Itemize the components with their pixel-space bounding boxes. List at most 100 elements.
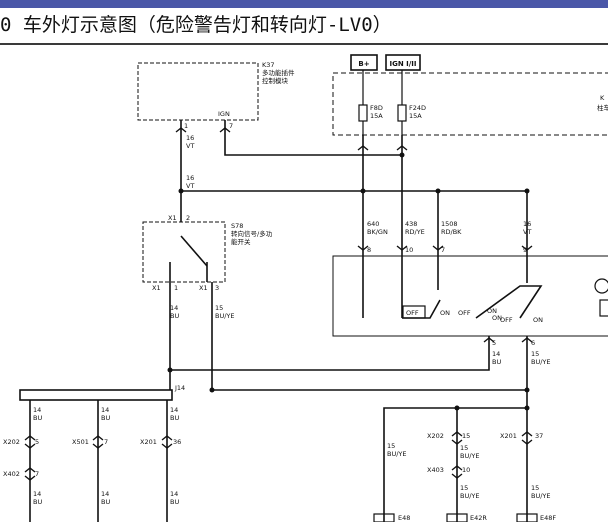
rb-e48: E48 bbox=[398, 514, 410, 522]
lb-x201: X201 bbox=[140, 438, 157, 446]
connector-arrow bbox=[483, 337, 495, 343]
connector-arrow bbox=[357, 245, 369, 251]
rb-e48f: E48F bbox=[540, 514, 556, 522]
w1-pin: 8 bbox=[367, 246, 371, 254]
connector-arrow bbox=[451, 465, 463, 479]
lb-gauge-6: 14 bbox=[170, 490, 178, 498]
relay-out2-color: BU/YE bbox=[531, 358, 550, 366]
relay-out1-color: BU bbox=[492, 358, 501, 366]
w4-color: VT bbox=[523, 228, 531, 236]
fuse-f24d bbox=[397, 104, 407, 122]
connector-arrow bbox=[521, 245, 533, 251]
s78-left-color: BU bbox=[170, 312, 179, 320]
k37-ref: K37 bbox=[262, 61, 275, 69]
w3-color: RD/BK bbox=[441, 228, 462, 236]
rb-x201-pin: 37 bbox=[535, 432, 543, 440]
connector-arrow bbox=[451, 431, 463, 445]
fuse2-name: F24D bbox=[409, 104, 426, 112]
k37-name-2: 控制模块 bbox=[262, 76, 289, 85]
rb-color-3: BU/YE bbox=[460, 492, 479, 500]
k37-module-box bbox=[137, 62, 259, 121]
junction-dot bbox=[435, 188, 441, 194]
main-wire-gauge: 16 bbox=[186, 174, 194, 182]
connector-arrow bbox=[219, 127, 231, 133]
lb-color-1: BU bbox=[33, 414, 42, 422]
s78-switch-blade bbox=[180, 235, 208, 267]
fuse2-rating: 15A bbox=[409, 112, 422, 120]
lb-color-2: BU bbox=[101, 414, 110, 422]
lb-x202: X202 bbox=[3, 438, 20, 446]
connector-arrow bbox=[357, 145, 369, 151]
k37-wire-color: VT bbox=[186, 142, 194, 150]
e48f-box bbox=[516, 513, 538, 522]
connector-arrow bbox=[521, 337, 533, 343]
relay-on-2: ON bbox=[487, 307, 497, 315]
connector-arrow bbox=[396, 245, 408, 251]
top-color-bar bbox=[0, 0, 608, 8]
connector-arrow bbox=[521, 431, 533, 445]
wire-relay-out-bu bbox=[170, 336, 490, 371]
j14-splice-bar bbox=[19, 389, 173, 401]
rb-x403: X403 bbox=[427, 466, 444, 474]
rb-x202-pin: 15 bbox=[462, 432, 470, 440]
s78-right-color: BU/YE bbox=[215, 312, 234, 320]
junction-dot bbox=[178, 188, 184, 194]
lb-gauge-1: 14 bbox=[33, 406, 41, 414]
s78-conn-top: X1 bbox=[168, 214, 177, 222]
s78-name-1: 转向信号/多功 bbox=[231, 229, 273, 238]
off-contact-box bbox=[402, 305, 426, 319]
lb-color-6: BU bbox=[170, 498, 179, 506]
rb-gauge-1: 15 bbox=[387, 442, 395, 450]
s78-pin-left: 1 bbox=[174, 284, 178, 292]
junction-dot bbox=[167, 367, 173, 373]
w4-pin: 9 bbox=[523, 246, 527, 254]
lb-color-3: BU bbox=[170, 414, 179, 422]
connector-arrow bbox=[24, 467, 36, 481]
lb-x402-pin: 7 bbox=[35, 470, 39, 478]
wiring-diagram: K37 多功能插件 控制模块 IGN 7 1 16 VT 16 VT S78 转… bbox=[3, 54, 608, 522]
j14-ref: J14 bbox=[174, 384, 185, 392]
wire-k37-ign bbox=[224, 120, 402, 156]
s78-name-2: 能开关 bbox=[231, 237, 251, 246]
relay-on-3: ON bbox=[492, 314, 502, 322]
s78-left-gauge: 14 bbox=[170, 304, 178, 312]
fuse-f8d bbox=[358, 104, 368, 122]
lb-gauge-3: 14 bbox=[170, 406, 178, 414]
rb-e42r: E42R bbox=[470, 514, 487, 522]
lb-x402: X402 bbox=[3, 470, 20, 478]
relay-out2-gauge: 15 bbox=[531, 350, 539, 358]
relay-off-1: OFF bbox=[406, 309, 419, 317]
wire-right-bus bbox=[383, 407, 527, 522]
junction-dot bbox=[360, 188, 366, 194]
connector-arrow bbox=[175, 127, 187, 133]
power-box-label-2: 柱车 bbox=[597, 103, 608, 112]
junction-dot bbox=[399, 152, 405, 158]
k37-ign-label: IGN bbox=[218, 110, 230, 118]
w2-pin: 10 bbox=[405, 246, 413, 254]
lamp-icon bbox=[594, 278, 608, 294]
connector-arrow bbox=[432, 245, 444, 251]
connector-arrow bbox=[396, 145, 408, 151]
rb-gauge-2: 15 bbox=[460, 444, 468, 452]
junction-dot bbox=[524, 387, 530, 393]
junction-dot bbox=[209, 387, 215, 393]
s78-switch-box bbox=[142, 221, 226, 283]
lb-gauge-5: 14 bbox=[101, 490, 109, 498]
w2-color: RD/YE bbox=[405, 228, 425, 236]
rb-gauge-3: 15 bbox=[460, 484, 468, 492]
power-box-label-1: K bbox=[600, 94, 605, 102]
lb-gauge-4: 14 bbox=[33, 490, 41, 498]
relay-off-3: OFF bbox=[500, 316, 513, 324]
lb-x202-pin: 5 bbox=[35, 438, 39, 446]
lb-x501: X501 bbox=[72, 438, 89, 446]
k37-pin-ign: 7 bbox=[229, 122, 233, 130]
s78-conn-right: X1 bbox=[199, 284, 208, 292]
rb-color-2: BU/YE bbox=[460, 452, 479, 460]
k37-name-1: 多功能插件 bbox=[262, 68, 295, 77]
rb-x201: X201 bbox=[500, 432, 517, 440]
s78-pin-top: 2 bbox=[186, 214, 190, 222]
rb-color-1: BU/YE bbox=[387, 450, 406, 458]
s78-ref: S78 bbox=[231, 222, 243, 230]
k37-wire-gauge: 16 bbox=[186, 134, 194, 142]
connector-arrow bbox=[92, 435, 104, 449]
